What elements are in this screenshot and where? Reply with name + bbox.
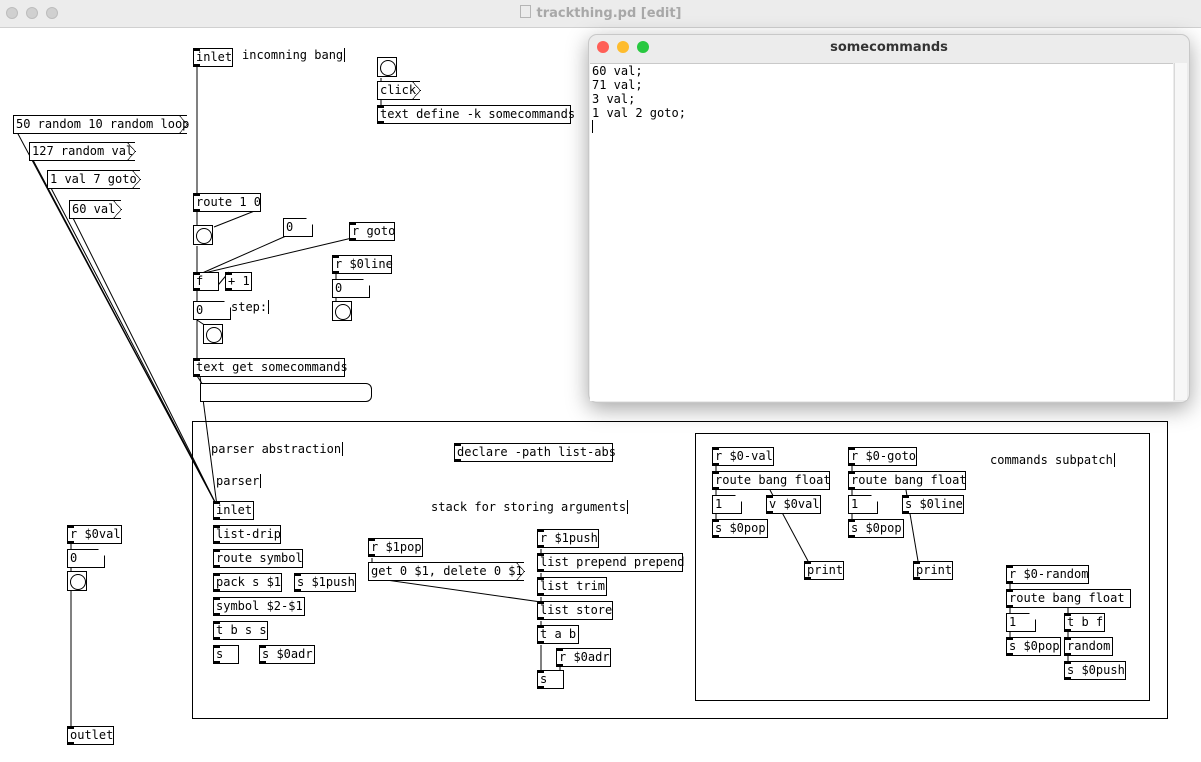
- trigger-object[interactable]: t a b: [537, 625, 579, 644]
- stack-comment: stack for storing arguments: [431, 500, 627, 514]
- r-pop-object[interactable]: r $1pop: [368, 538, 423, 557]
- route-bang-float-object[interactable]: route bang float: [1006, 589, 1131, 608]
- pack-object[interactable]: pack s $1: [213, 573, 282, 592]
- zoom-window-button[interactable]: [46, 7, 58, 19]
- random-val-message[interactable]: 127 random val: [29, 142, 136, 161]
- click-message[interactable]: click: [377, 81, 421, 100]
- bang-button[interactable]: [193, 225, 213, 245]
- text-line[interactable]: 1 val 2 goto;: [592, 106, 686, 120]
- bang-button[interactable]: [67, 571, 87, 591]
- text-cursor: [592, 120, 593, 133]
- text-line[interactable]: 3 val;: [592, 92, 636, 106]
- symbol-object[interactable]: symbol $2-$1: [213, 597, 305, 616]
- window-titlebar[interactable]: trackthing.pd [edit]: [0, 0, 1201, 28]
- plus-one-object[interactable]: + 1: [225, 272, 252, 291]
- r-random-object[interactable]: r $0-random: [1006, 565, 1089, 584]
- minimize-text-window-button[interactable]: [617, 41, 629, 53]
- patch-canvas[interactable]: inlet incomning bang click text define -…: [0, 28, 1201, 762]
- document-icon: [519, 5, 531, 18]
- trigger-object[interactable]: t b f: [1064, 613, 1105, 632]
- minimize-window-button[interactable]: [26, 7, 38, 19]
- line-number-box[interactable]: 0: [332, 279, 370, 298]
- send-object[interactable]: s: [537, 670, 564, 689]
- step-comment: step:: [231, 300, 268, 314]
- list-output-box[interactable]: [200, 383, 372, 402]
- commands-subpatch-frame: [695, 433, 1150, 701]
- window-title-text: trackthing.pd [edit]: [536, 6, 682, 21]
- bang-button[interactable]: [332, 301, 352, 321]
- random-number-box[interactable]: 1: [1006, 613, 1036, 632]
- random-object[interactable]: random: [1064, 637, 1113, 656]
- send-object[interactable]: s: [213, 645, 239, 664]
- s-pop-object[interactable]: s $0pop: [1006, 637, 1061, 656]
- r-line-object[interactable]: r $0line: [332, 255, 393, 274]
- list-drip-object[interactable]: list-drip: [213, 525, 281, 544]
- text-line[interactable]: 71 val;: [592, 78, 643, 92]
- r-goto-sub-object[interactable]: r $0-goto: [848, 447, 917, 466]
- loop-message[interactable]: 50 random 10 random loop: [13, 115, 189, 134]
- goto-number-box[interactable]: 0: [283, 218, 313, 237]
- window-title: trackthing.pd [edit]: [0, 5, 1201, 21]
- s-push-object[interactable]: s $1push: [294, 573, 356, 592]
- route-bang-float-object[interactable]: route bang float: [712, 471, 831, 490]
- parser-abstraction-comment: parser abstraction: [211, 442, 342, 456]
- print-object[interactable]: print: [913, 561, 953, 580]
- parser-inlet-object[interactable]: inlet: [213, 501, 254, 520]
- val60-message[interactable]: 60 val: [69, 200, 122, 219]
- text-line[interactable]: 60 val;: [592, 64, 643, 78]
- text-scrollbar[interactable]: [1174, 63, 1187, 400]
- inlet-object[interactable]: inlet: [193, 48, 233, 67]
- close-window-button[interactable]: [6, 7, 18, 19]
- parser-comment: parser: [216, 474, 260, 488]
- route-symbol-object[interactable]: route symbol: [213, 549, 303, 568]
- s-pop-object[interactable]: s $0pop: [848, 519, 904, 538]
- text-get-object[interactable]: text get somecommands: [193, 358, 348, 377]
- print-object[interactable]: print: [804, 561, 844, 580]
- r-push-object[interactable]: r $1push: [537, 529, 599, 548]
- val-number-box[interactable]: 0: [67, 549, 105, 568]
- val-number-box[interactable]: 1: [712, 495, 742, 514]
- s-push-sub-object[interactable]: s $0push: [1064, 661, 1126, 680]
- route-object[interactable]: route 1 0: [193, 193, 261, 212]
- r-val-left-object[interactable]: r $0val: [67, 525, 122, 544]
- zoom-text-window-button[interactable]: [637, 41, 649, 53]
- r-adr-object[interactable]: r $0adr: [556, 648, 611, 667]
- list-trim-object[interactable]: list trim: [537, 577, 607, 596]
- parser-abstraction-frame: [192, 421, 1168, 719]
- text-window-title: somecommands: [830, 40, 948, 55]
- bang-button[interactable]: [377, 57, 397, 77]
- list-prepend-object[interactable]: list prepend prepend: [537, 553, 685, 572]
- text-cursor-line: [590, 120, 1173, 134]
- outlet-object[interactable]: outlet: [67, 726, 114, 745]
- r-goto-object[interactable]: r goto: [349, 222, 395, 241]
- trigger-object[interactable]: t b s s: [213, 621, 268, 640]
- somecommands-text-window[interactable]: somecommands 60 val; 71 val; 3 val; 1 va…: [588, 34, 1190, 403]
- goto-sub-number-box[interactable]: 1: [848, 495, 878, 514]
- incoming-bang-comment: incomning bang: [242, 48, 344, 62]
- declare-object[interactable]: declare -path list-abs: [454, 443, 616, 462]
- close-text-window-button[interactable]: [597, 41, 609, 53]
- bang-button[interactable]: [203, 324, 223, 344]
- v-val-object[interactable]: v $0val: [766, 495, 821, 514]
- route-bang-float-object[interactable]: route bang float: [848, 471, 967, 490]
- r-val-object[interactable]: r $0-val: [712, 447, 774, 466]
- commands-subpatch-comment: commands subpatch: [990, 453, 1113, 467]
- counter-number-box[interactable]: 0: [193, 301, 231, 320]
- float-object[interactable]: f: [193, 272, 219, 291]
- text-editor-area[interactable]: 60 val; 71 val; 3 val; 1 val 2 goto;: [590, 63, 1173, 401]
- s-adr-object[interactable]: s $0adr: [259, 645, 315, 664]
- s-pop-object[interactable]: s $0pop: [712, 519, 768, 538]
- s-line-object[interactable]: s $0line: [902, 495, 964, 514]
- get-delete-message[interactable]: get 0 $1, delete 0 $1: [368, 562, 525, 581]
- list-store-object[interactable]: list store: [537, 601, 613, 620]
- val-goto-message[interactable]: 1 val 7 goto: [47, 170, 141, 189]
- text-define-object[interactable]: text define -k somecommands: [377, 105, 575, 124]
